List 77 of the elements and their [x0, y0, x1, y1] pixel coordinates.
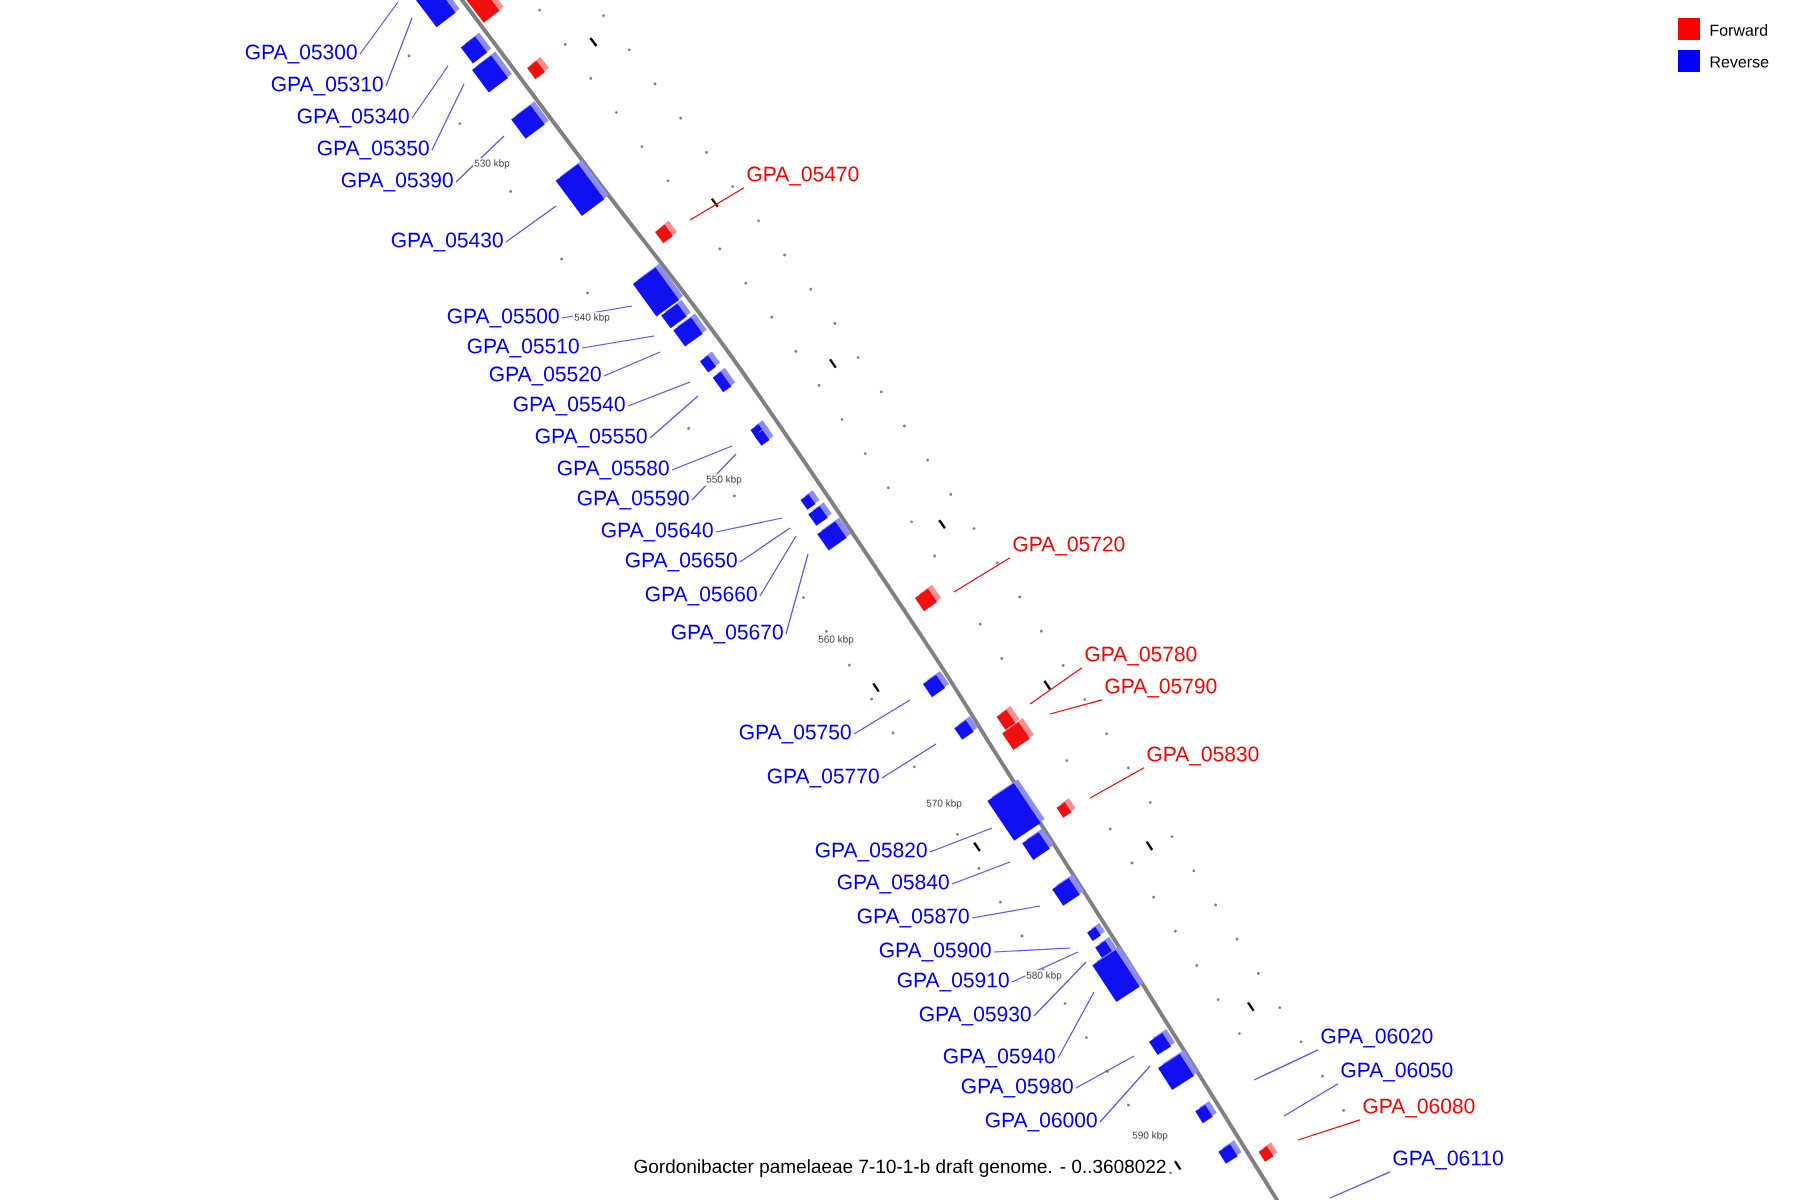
gene-label: GPA_05870 [857, 908, 969, 928]
leader-line [671, 445, 733, 471]
gene-label: GPA_05900 [879, 942, 991, 962]
gene-label: GPA_05470 [747, 166, 859, 186]
leader-line [1075, 1055, 1135, 1089]
leader-line [1283, 1083, 1339, 1117]
leader-line [691, 453, 737, 501]
leader-line [431, 83, 465, 151]
leader-line [649, 395, 699, 439]
leader-line [1011, 951, 1079, 983]
legend-label: Reverse [1710, 56, 1769, 68]
gene-label: GPA_06020 [1321, 1028, 1433, 1048]
gene-label: GPA_05720 [1013, 536, 1125, 556]
gene-label: GPA_05670 [671, 624, 783, 644]
leader-line [1029, 667, 1083, 705]
leader-line [971, 905, 1041, 919]
leader-line [1033, 961, 1087, 1017]
gene-label: GPA_05940 [943, 1048, 1055, 1068]
gene-label: GPA_05390 [341, 172, 453, 192]
leader-line [603, 351, 661, 377]
gene-label: GPA_05310 [271, 76, 383, 96]
gene-label: GPA_05430 [391, 232, 503, 252]
leader-line [785, 553, 809, 635]
leader-line [881, 743, 937, 779]
leader-line [581, 335, 655, 349]
leader-line [359, 1, 399, 55]
gene-label: GPA_05340 [297, 108, 409, 128]
gene-label: GPA_05840 [837, 874, 949, 894]
leader-line [1253, 1049, 1319, 1081]
gene-label: GPA_05500 [447, 308, 559, 328]
leader-line [689, 187, 745, 221]
leader-line [853, 699, 911, 735]
gene-label: GPA_05830 [1147, 746, 1259, 766]
leader-line [953, 557, 1011, 593]
gene-label: GPA_06110 [1393, 1150, 1503, 1170]
caption: Gordonibacter pamelaeae 7-10-1-b draft genome. - 0..3608022 [634, 1159, 1166, 1177]
leader-line [1089, 767, 1145, 799]
leader-line [1099, 1065, 1151, 1123]
gene-label: GPA_05650 [625, 552, 737, 572]
legend-label: Forward [1710, 24, 1768, 36]
gene-label: GPA_05510 [467, 338, 579, 358]
gene-label: GPA_05540 [513, 396, 625, 416]
gene-label: GPA_05300 [245, 44, 357, 64]
leader-line [455, 135, 505, 183]
leader-line [1049, 699, 1103, 715]
gene-label: GPA_06000 [985, 1112, 1097, 1132]
gene-label: GPA_05790 [1105, 678, 1217, 698]
leader-line [1297, 1119, 1361, 1141]
leader-line [739, 527, 791, 563]
leader-line [1057, 991, 1095, 1059]
gene-label: GPA_05640 [601, 522, 713, 542]
leader-line [561, 305, 633, 319]
leader-line [411, 65, 449, 119]
gene-label: GPA_05780 [1085, 646, 1197, 666]
gene-label: GPA_05580 [557, 460, 669, 480]
gene-label: GPA_06080 [1363, 1098, 1475, 1118]
leader-line [929, 827, 993, 853]
gene-label: GPA_05980 [961, 1078, 1073, 1098]
leader-line [759, 535, 797, 597]
gene-label: GPA_05520 [489, 366, 601, 386]
gene-label: GPA_05770 [767, 768, 879, 788]
gene-label: GPA_05660 [645, 586, 757, 606]
leader-line [505, 205, 557, 243]
gene-label: GPA_05930 [919, 1006, 1031, 1026]
leader-line [385, 17, 413, 87]
leader-line [627, 381, 691, 407]
leader-line [993, 947, 1071, 953]
leader-line [1329, 1171, 1391, 1199]
leader-line [951, 861, 1011, 885]
gene-label: GPA_05590 [577, 490, 689, 510]
gene-label: GPA_05750 [739, 724, 851, 744]
leader-line [715, 517, 783, 533]
gene-label: GPA_05550 [535, 428, 647, 448]
gene-label: GPA_05350 [317, 140, 429, 160]
gene-label: GPA_06050 [1341, 1062, 1453, 1082]
gene-label: GPA_05820 [815, 842, 927, 862]
gene-label: GPA_05910 [897, 972, 1009, 992]
